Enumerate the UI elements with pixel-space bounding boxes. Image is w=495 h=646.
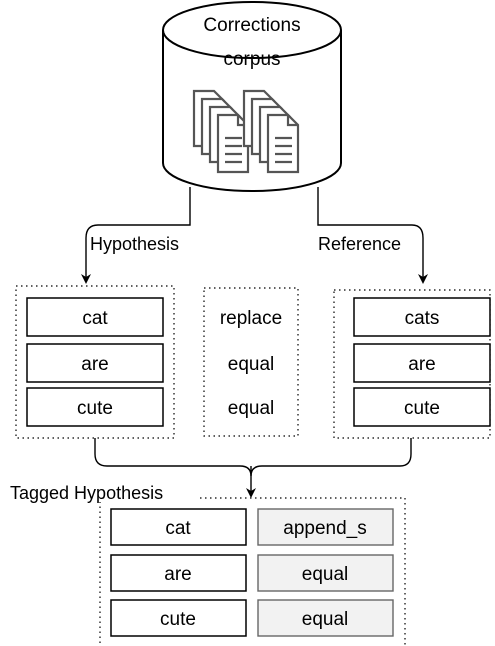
reference-label-bg bbox=[315, 233, 421, 255]
document-stack-right bbox=[242, 89, 300, 174]
tagged-token-box-3 bbox=[110, 599, 247, 637]
reference-token-box-3 bbox=[353, 387, 491, 427]
database-title-line1: Corrections bbox=[203, 15, 300, 36]
hypothesis-token-2: are bbox=[81, 354, 108, 375]
reference-token-box-2 bbox=[353, 343, 491, 383]
operation-1: replace bbox=[220, 308, 282, 329]
documents-icon bbox=[192, 89, 300, 174]
operation-3: equal bbox=[228, 398, 275, 419]
reference-label: Reference bbox=[318, 234, 401, 254]
reference-group: cats are cute bbox=[333, 289, 491, 439]
tagged-token-1: cat bbox=[165, 518, 191, 539]
hypothesis-group: cat are cute bbox=[15, 285, 175, 439]
reference-token-2: are bbox=[408, 354, 435, 375]
tagged-token-3: cute bbox=[160, 609, 196, 630]
tag-3: equal bbox=[302, 609, 349, 630]
operation-2: equal bbox=[228, 354, 275, 375]
hypothesis-label-bg bbox=[88, 233, 196, 255]
hypothesis-token-1: cat bbox=[82, 308, 108, 329]
operations-group-border bbox=[203, 287, 299, 437]
hypothesis-token-box-1 bbox=[26, 297, 164, 337]
tag-box-3 bbox=[257, 599, 394, 637]
tagged-label-bg bbox=[4, 481, 198, 502]
merge-brace bbox=[94, 438, 412, 477]
tagged-token-box-2 bbox=[110, 554, 247, 592]
hypothesis-token-box-2 bbox=[26, 343, 164, 383]
database-top bbox=[162, 1, 342, 59]
reference-token-3: cute bbox=[404, 398, 440, 419]
document-stack-left bbox=[192, 89, 250, 174]
corrections-corpus-database: Corrections corpus bbox=[162, 1, 342, 192]
tag-2: equal bbox=[302, 564, 349, 585]
hypothesis-edge bbox=[81, 187, 191, 284]
reference-token-box-1 bbox=[353, 297, 491, 337]
tag-1: append_s bbox=[283, 518, 366, 539]
hypothesis-token-box-3 bbox=[26, 387, 164, 427]
reference-edge bbox=[317, 187, 428, 284]
tag-box-1 bbox=[257, 508, 394, 546]
tagged-token-box-1 bbox=[110, 508, 247, 546]
reference-token-1: cats bbox=[405, 308, 440, 329]
tagged-hypothesis-group: Tagged Hypothesis cat are cute append_s … bbox=[4, 481, 406, 646]
tagged-group-border bbox=[99, 497, 406, 646]
database-title-line2: corpus bbox=[223, 49, 280, 70]
tagged-token-2: are bbox=[164, 564, 191, 585]
hypothesis-label: Hypothesis bbox=[90, 234, 179, 254]
tagged-hypothesis-label: Tagged Hypothesis bbox=[10, 483, 163, 503]
hypothesis-token-3: cute bbox=[77, 398, 113, 419]
tag-box-2 bbox=[257, 554, 394, 592]
operations-group: replace equal equal bbox=[203, 287, 299, 437]
